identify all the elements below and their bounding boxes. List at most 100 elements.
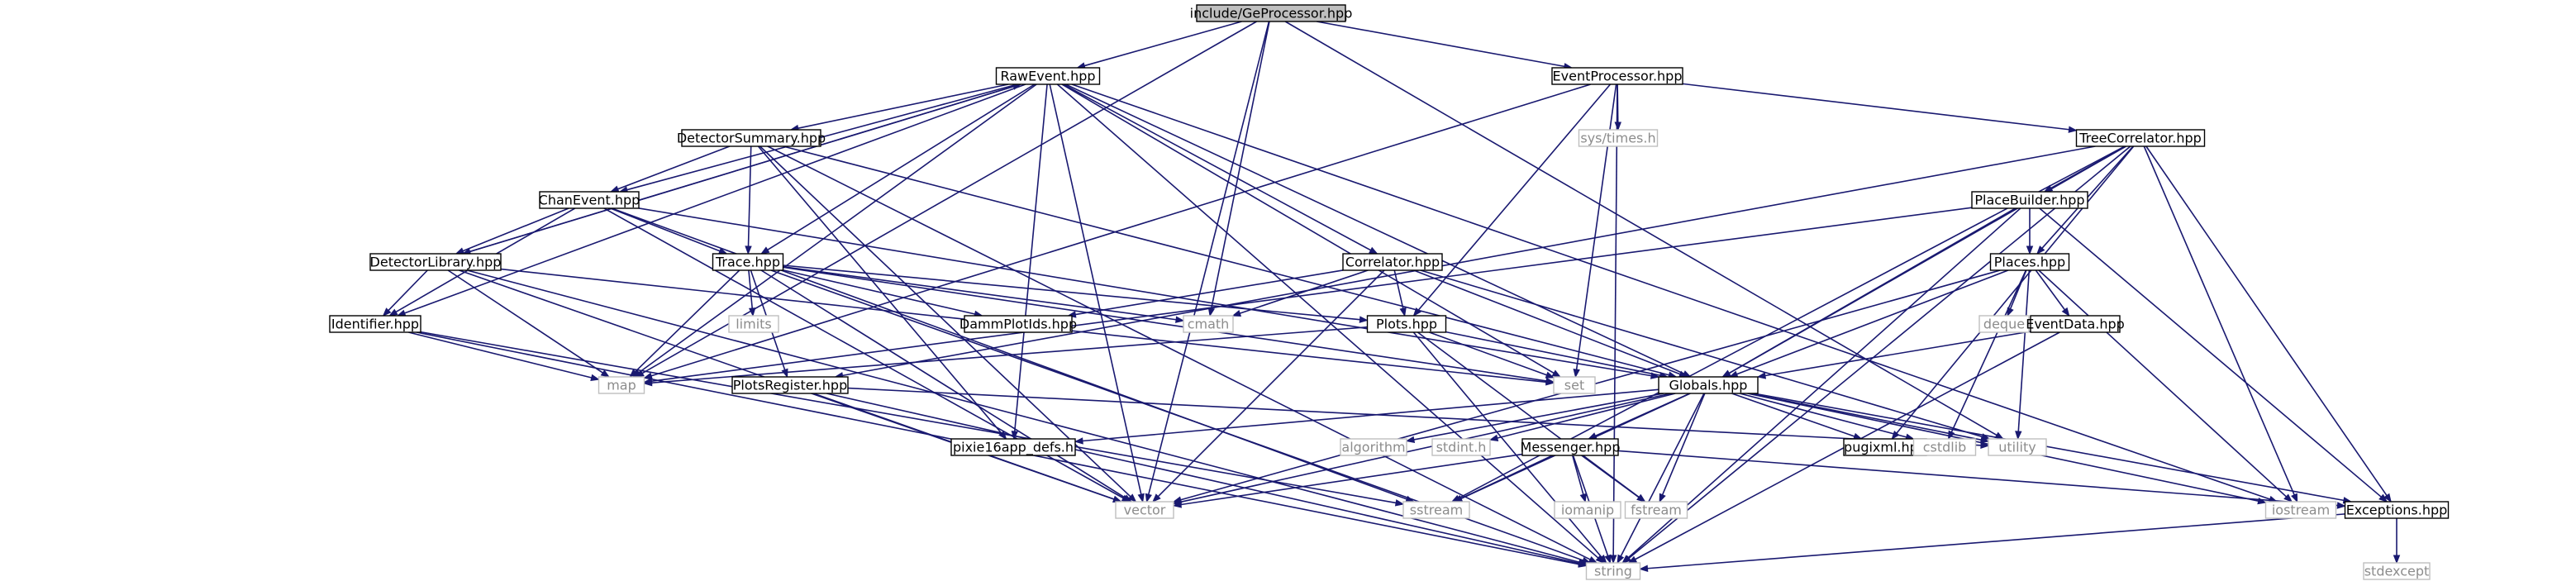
node-label: algorithm xyxy=(1341,440,1405,455)
edge-GeProcessor-to-vector xyxy=(1145,21,1270,503)
edge-EventProcessor-to-systimes xyxy=(1614,83,1621,131)
node-pixie16[interactable]: pixie16app_defs.h xyxy=(950,438,1076,456)
edge-Correlator-to-Globals xyxy=(1413,269,1688,378)
node-eventprocessor[interactable]: EventProcessor.hpp xyxy=(1551,67,1683,85)
node-globals[interactable]: Globals.hpp xyxy=(1658,376,1759,394)
node-vector: vector xyxy=(1115,501,1174,519)
edge-TreeCorrelator-to-Exceptions xyxy=(2145,145,2392,503)
node-label: limits xyxy=(736,317,772,332)
edge-RawEvent-to-Globals xyxy=(1065,83,1692,378)
node-box xyxy=(2264,501,2337,519)
node-chanevent[interactable]: ChanEvent.hpp xyxy=(539,191,640,209)
edge-DetectorLibrary-to-Identifier xyxy=(382,269,428,317)
node-trace[interactable]: Trace.hpp xyxy=(712,253,784,271)
edge-Trace-to-limits xyxy=(748,269,756,317)
node-box xyxy=(728,315,779,333)
edge-Globals-to-stdinth xyxy=(1488,393,1676,442)
node-correlator[interactable]: Correlator.hpp xyxy=(1342,253,1443,271)
edge-Plots-to-map xyxy=(643,326,1368,387)
node-stdinth: stdint.h xyxy=(1431,438,1491,456)
edge-Messenger-to-fstream xyxy=(1581,455,1646,503)
node-label: deque xyxy=(1983,317,2025,332)
node-label: DammPlotIds.hpp xyxy=(959,317,1077,332)
node-box xyxy=(1578,129,1659,147)
edge-Correlator-to-Plots xyxy=(1393,269,1407,317)
edge-DetectorSummary-to-Trace xyxy=(745,145,752,255)
node-box xyxy=(1551,67,1683,85)
node-box xyxy=(731,376,849,394)
node-label: vector xyxy=(1124,503,1166,518)
node-set: set xyxy=(1553,376,1596,394)
node-detectorlibrary[interactable]: DetectorLibrary.hpp xyxy=(369,253,502,271)
edge-Globals-to-string xyxy=(1617,393,1705,565)
edge-Globals-to-cstdlib xyxy=(1739,393,1915,441)
node-eventdata[interactable]: EventData.hpp xyxy=(2026,315,2125,333)
node-places[interactable]: Places.hpp xyxy=(1989,253,2070,271)
node-iomanip: iomanip xyxy=(1554,501,1621,519)
edge-Plots-to-string xyxy=(1412,331,1607,565)
edge-PlaceBuilder-to-Globals xyxy=(1721,207,2017,378)
node-box xyxy=(681,129,821,147)
node-label: iomanip xyxy=(1561,503,1614,518)
node-label: PlotsRegister.hpp xyxy=(733,378,847,393)
node-pugixml[interactable]: pugixml.hpp xyxy=(1843,438,1927,456)
node-box xyxy=(1658,376,1759,394)
node-box xyxy=(950,438,1076,456)
node-box xyxy=(1624,501,1688,519)
node-box xyxy=(1402,501,1470,519)
edge-RawEvent-to-pixie16 xyxy=(1011,83,1048,441)
edge-Messenger-to-vector xyxy=(1172,453,1523,508)
node-box xyxy=(995,67,1101,85)
node-box xyxy=(964,315,1073,333)
node-label: stdexcept xyxy=(2364,564,2430,579)
edge-TreeCorrelator-to-iostream xyxy=(2143,145,2298,503)
edge-DetectorSummary-to-Globals xyxy=(783,145,1678,379)
node-box xyxy=(712,253,784,271)
edge-PlaceBuilder-to-string xyxy=(1621,207,2021,564)
edge-RawEvent-to-DetectorSummary xyxy=(789,83,1009,132)
node-label: sys/times.h xyxy=(1580,131,1655,146)
node-box xyxy=(1912,438,1977,456)
edge-TreeCorrelator-to-pugixml xyxy=(1891,145,2135,441)
dependency-edges xyxy=(382,21,2401,572)
edge-Places-to-iostream xyxy=(2038,269,2293,503)
node-box xyxy=(1431,438,1491,456)
edge-Identifier-to-sstream xyxy=(420,331,1405,507)
node-detectorsummary[interactable]: DetectorSummary.hpp xyxy=(677,129,826,147)
edge-EventProcessor-to-set xyxy=(1573,83,1617,379)
node-label: cstdlib xyxy=(1923,440,1967,455)
node-label: fstream xyxy=(1631,503,1682,518)
node-label: EventData.hpp xyxy=(2026,317,2125,332)
edge-Plots-to-set xyxy=(1429,331,1555,379)
node-placebuilder[interactable]: PlaceBuilder.hpp xyxy=(1971,191,2088,209)
node-dammplotids[interactable]: DammPlotIds.hpp xyxy=(959,315,1077,333)
node-box xyxy=(1554,501,1621,519)
edge-DetectorSummary-to-ChanEvent xyxy=(609,145,731,193)
node-box xyxy=(369,253,502,271)
node-systimes: sys/times.h xyxy=(1578,129,1659,147)
node-label: RawEvent.hpp xyxy=(1000,69,1095,84)
edge-Globals-to-pixie16 xyxy=(1074,388,1659,445)
edge-Correlator-to-cmath xyxy=(1231,269,1369,317)
node-box xyxy=(539,191,640,209)
edge-RawEvent-to-set xyxy=(1061,83,1562,378)
edge-PlotsRegister-to-string xyxy=(826,393,1588,567)
edge-Exceptions-to-stdexcept xyxy=(2393,518,2401,565)
node-plots[interactable]: Plots.hpp xyxy=(1366,315,1447,333)
node-identifier[interactable]: Identifier.hpp xyxy=(329,315,421,333)
node-exceptions[interactable]: Exceptions.hpp xyxy=(2344,501,2450,519)
node-label: map xyxy=(607,378,636,393)
node-box xyxy=(2075,129,2206,147)
node-messenger[interactable]: Messenger.hpp xyxy=(1521,438,1621,456)
node-plotsregister[interactable]: PlotsRegister.hpp xyxy=(731,376,849,394)
node-label: pugixml.hpp xyxy=(1844,440,1926,455)
node-treecorrelator[interactable]: TreeCorrelator.hpp xyxy=(2075,129,2206,147)
edge-Messenger-to-iomanip xyxy=(1571,455,1587,503)
node-rawevent[interactable]: RawEvent.hpp xyxy=(995,67,1101,85)
node-box xyxy=(2030,315,2121,333)
node-stdexcept: stdexcept xyxy=(2363,562,2431,580)
node-geprocessor[interactable]: include/GeProcessor.hpp xyxy=(1190,4,1353,22)
edge-RawEvent-to-Correlator xyxy=(1063,83,1378,255)
node-fstream: fstream xyxy=(1624,501,1688,519)
